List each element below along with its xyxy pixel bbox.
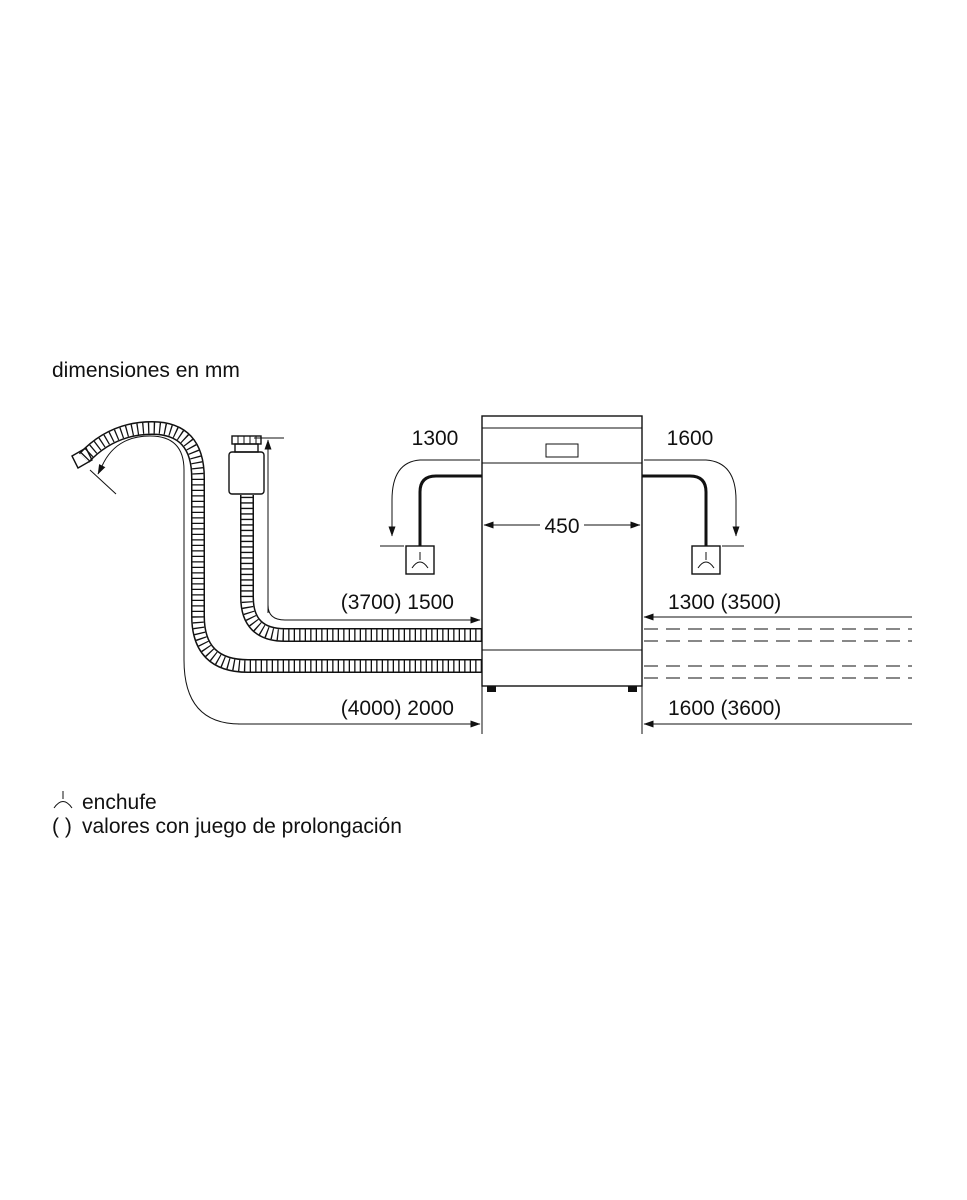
- parentheses-legend-symbol: ( ): [52, 815, 72, 838]
- inlet-hose-left-length: (3700) 1500: [341, 591, 454, 614]
- power-cable-right: 1600: [642, 427, 744, 575]
- drain-hose-left: (4000) 2000: [71, 420, 482, 728]
- drain-hose-right-length: 1600 (3600): [668, 697, 781, 720]
- inlet-hose-left: (3700) 1500: [228, 435, 482, 642]
- tap-connector: [231, 435, 262, 445]
- power-cable-left: 1300: [380, 427, 482, 575]
- parentheses-legend-label: valores con juego de prolongación: [82, 815, 402, 838]
- control-panel-display: [545, 443, 579, 458]
- plug-legend-label: enchufe: [82, 791, 157, 814]
- foot-left: [487, 686, 496, 692]
- units-title: dimensiones en mm: [52, 359, 240, 382]
- legend: enchufe ( ) valores con juego de prolong…: [52, 791, 402, 838]
- plug-legend-icon: [53, 791, 73, 809]
- plug-icon-right: [691, 545, 721, 575]
- cable-left-length: 1300: [412, 427, 459, 450]
- inlet-hose-right-length: 1300 (3500): [668, 591, 781, 614]
- aquastop-valve: [228, 451, 265, 495]
- foot-right: [628, 686, 637, 692]
- drain-hose-left-length: (4000) 2000: [341, 697, 454, 720]
- plug-icon-left: [405, 545, 435, 575]
- appliance-body: [481, 415, 643, 734]
- width-dimension: 450: [483, 515, 641, 538]
- hoses-right: 1300 (3500) 1600 (3600): [643, 591, 912, 728]
- drain-hose-nozzle: [71, 447, 93, 469]
- cable-right-length: 1600: [667, 427, 714, 450]
- width-value: 450: [544, 515, 579, 538]
